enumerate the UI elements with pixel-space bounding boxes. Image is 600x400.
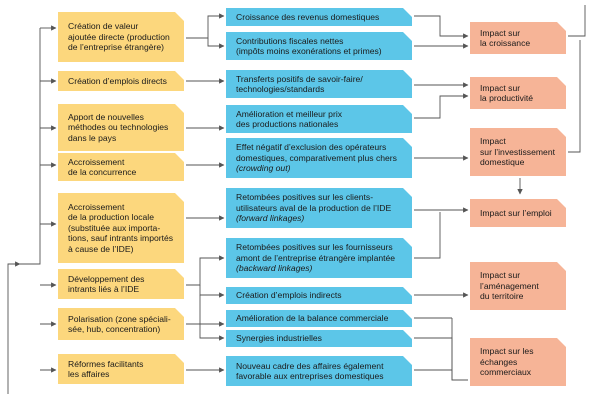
cause-text: tions, sauf intrants importés bbox=[68, 233, 174, 244]
cause-text: Accroissement bbox=[68, 156, 125, 167]
mechanism-text: utilisateurs aval de la production de l’… bbox=[236, 202, 392, 213]
cause-new-methods: Apport de nouvelles méthodes ou technolo… bbox=[58, 104, 184, 151]
cause-text: méthodes ou technologies bbox=[68, 122, 169, 133]
cause-competition: Accroissement de la concurrence bbox=[58, 153, 184, 181]
mechanism-text: Nouveau cadre des affaires également bbox=[236, 360, 384, 371]
mechanism-text: Contributions fiscales nettes bbox=[236, 35, 344, 46]
mechanism-italic-note: (crowding out) bbox=[236, 163, 291, 174]
cause-text: Développement des bbox=[68, 273, 145, 284]
cause-text: Apport de nouvelles bbox=[68, 111, 144, 122]
cause-text: Réformes facilitants bbox=[68, 358, 144, 369]
impact-text: domestique bbox=[480, 157, 525, 168]
impact-text: échanges bbox=[480, 356, 518, 367]
impact-territory: Impact sur l’aménagement du territoire bbox=[470, 262, 566, 310]
mechanism-business-framework: Nouveau cadre des affaires également fav… bbox=[226, 356, 412, 386]
impact-text: Impact sur bbox=[480, 82, 521, 93]
mechanism-text: Retombées positives sur les clients- bbox=[236, 192, 374, 203]
mechanism-text: des productions nationales bbox=[236, 119, 339, 129]
mechanism-italic-note: (forward linkages) bbox=[236, 213, 305, 224]
mechanism-trade-balance: Amélioration de la balance commerciale bbox=[226, 310, 412, 327]
mechanism-text: Création d’emplois indirects bbox=[236, 290, 342, 301]
impact-text: sur l’investissement bbox=[480, 146, 555, 157]
mechanism-text: favorable aux entreprises domestiques bbox=[236, 371, 384, 381]
mechanism-text: Effet négatif d’exclusion des opérateurs bbox=[236, 142, 387, 153]
impact-text: commerciaux bbox=[480, 367, 532, 378]
impact-text: Impact bbox=[480, 136, 506, 147]
mechanism-text: (impôts moins exonérations et primes) bbox=[236, 46, 382, 56]
cause-local-production: Accroissement de la production locale (s… bbox=[58, 193, 184, 263]
mechanism-indirect-jobs: Création d’emplois indirects bbox=[226, 287, 412, 304]
mechanism-text: Amélioration de la balance commerciale bbox=[236, 313, 389, 324]
mechanism-forward-linkages: Retombées positives sur les clients- uti… bbox=[226, 188, 412, 228]
mechanism-text: Retombées positives sur les fournisseurs bbox=[236, 242, 393, 253]
cause-text: Création de valeur bbox=[68, 21, 139, 32]
mechanism-text: Croissance des revenus domestiques bbox=[236, 11, 380, 22]
mechanism-text: domestiques, comparativement plus chers bbox=[236, 152, 397, 163]
cause-polarisation: Polarisation (zone spéciali- sée, hub, c… bbox=[58, 308, 184, 340]
impact-productivity: Impact sur la productivité bbox=[470, 77, 566, 109]
cause-text: intrants liés à l’IDE bbox=[68, 284, 140, 294]
impact-employment: Impact sur l’emploi bbox=[470, 199, 566, 227]
cause-text: de la concurrence bbox=[68, 167, 137, 177]
mechanism-crowding-out: Effet négatif d’exclusion des opérateurs… bbox=[226, 138, 412, 178]
mechanism-tax-contributions: Contributions fiscales nettes (impôts mo… bbox=[226, 32, 412, 60]
mechanism-italic-note: (backward linkages) bbox=[236, 263, 313, 274]
mechanism-backward-linkages: Retombées positives sur les fournisseurs… bbox=[226, 238, 412, 278]
mechanism-better-prices: Amélioration et meilleur prix des produc… bbox=[226, 105, 412, 133]
cause-text: dans le pays bbox=[68, 132, 117, 143]
mechanism-domestic-income: Croissance des revenus domestiques bbox=[226, 8, 412, 26]
mechanism-text: Amélioration et meilleur prix bbox=[236, 108, 343, 119]
mechanism-text: amont de l’entreprise étrangère implanté… bbox=[236, 252, 396, 263]
mechanism-text: technologies/standards bbox=[236, 84, 325, 94]
impact-text: Impact sur les bbox=[480, 346, 534, 357]
mechanism-text: Synergies industrielles bbox=[236, 333, 322, 344]
impact-text: la croissance bbox=[480, 38, 531, 48]
cause-text: de l’entreprise étrangère) bbox=[68, 42, 165, 53]
impact-text: du territoire bbox=[480, 291, 524, 302]
cause-text: sée, hub, concentration) bbox=[68, 324, 161, 334]
impact-text: Impact sur bbox=[480, 27, 521, 38]
cause-text: Création d’emplois directs bbox=[68, 75, 167, 86]
impact-text: Impact sur bbox=[480, 270, 521, 281]
cause-text: (substituée aux importa- bbox=[68, 222, 161, 233]
mechanism-know-how-transfer: Transferts positifs de savoir-faire/ tec… bbox=[226, 70, 412, 98]
impact-domestic-investment: Impact sur l’investissement domestique bbox=[470, 128, 566, 176]
cause-text: Polarisation (zone spéciali- bbox=[68, 313, 171, 324]
impact-text: la productivité bbox=[480, 93, 534, 103]
impact-trade: Impact sur les échanges commerciaux bbox=[470, 338, 566, 386]
cause-value-creation: Création de valeur ajoutée directe (prod… bbox=[58, 12, 184, 62]
cause-reforms: Réformes facilitants les affaires bbox=[58, 354, 184, 384]
mechanism-text: Transferts positifs de savoir-faire/ bbox=[236, 73, 363, 84]
cause-text: Accroissement bbox=[68, 201, 125, 212]
cause-text: les affaires bbox=[68, 369, 110, 379]
cause-direct-jobs: Création d’emplois directs bbox=[58, 71, 184, 91]
cause-inputs-development: Développement des intrants liés à l’IDE bbox=[58, 269, 184, 299]
impact-text: l’aménagement bbox=[480, 280, 539, 291]
mechanism-industrial-synergies: Synergies industrielles bbox=[226, 330, 412, 347]
cause-text: de la production locale bbox=[68, 212, 154, 223]
cause-text: à cause de l’IDE) bbox=[68, 243, 134, 254]
impact-text: Impact sur l’emploi bbox=[480, 207, 552, 218]
cause-text: ajoutée directe (production bbox=[68, 31, 170, 42]
impact-growth: Impact sur la croissance bbox=[470, 22, 566, 54]
